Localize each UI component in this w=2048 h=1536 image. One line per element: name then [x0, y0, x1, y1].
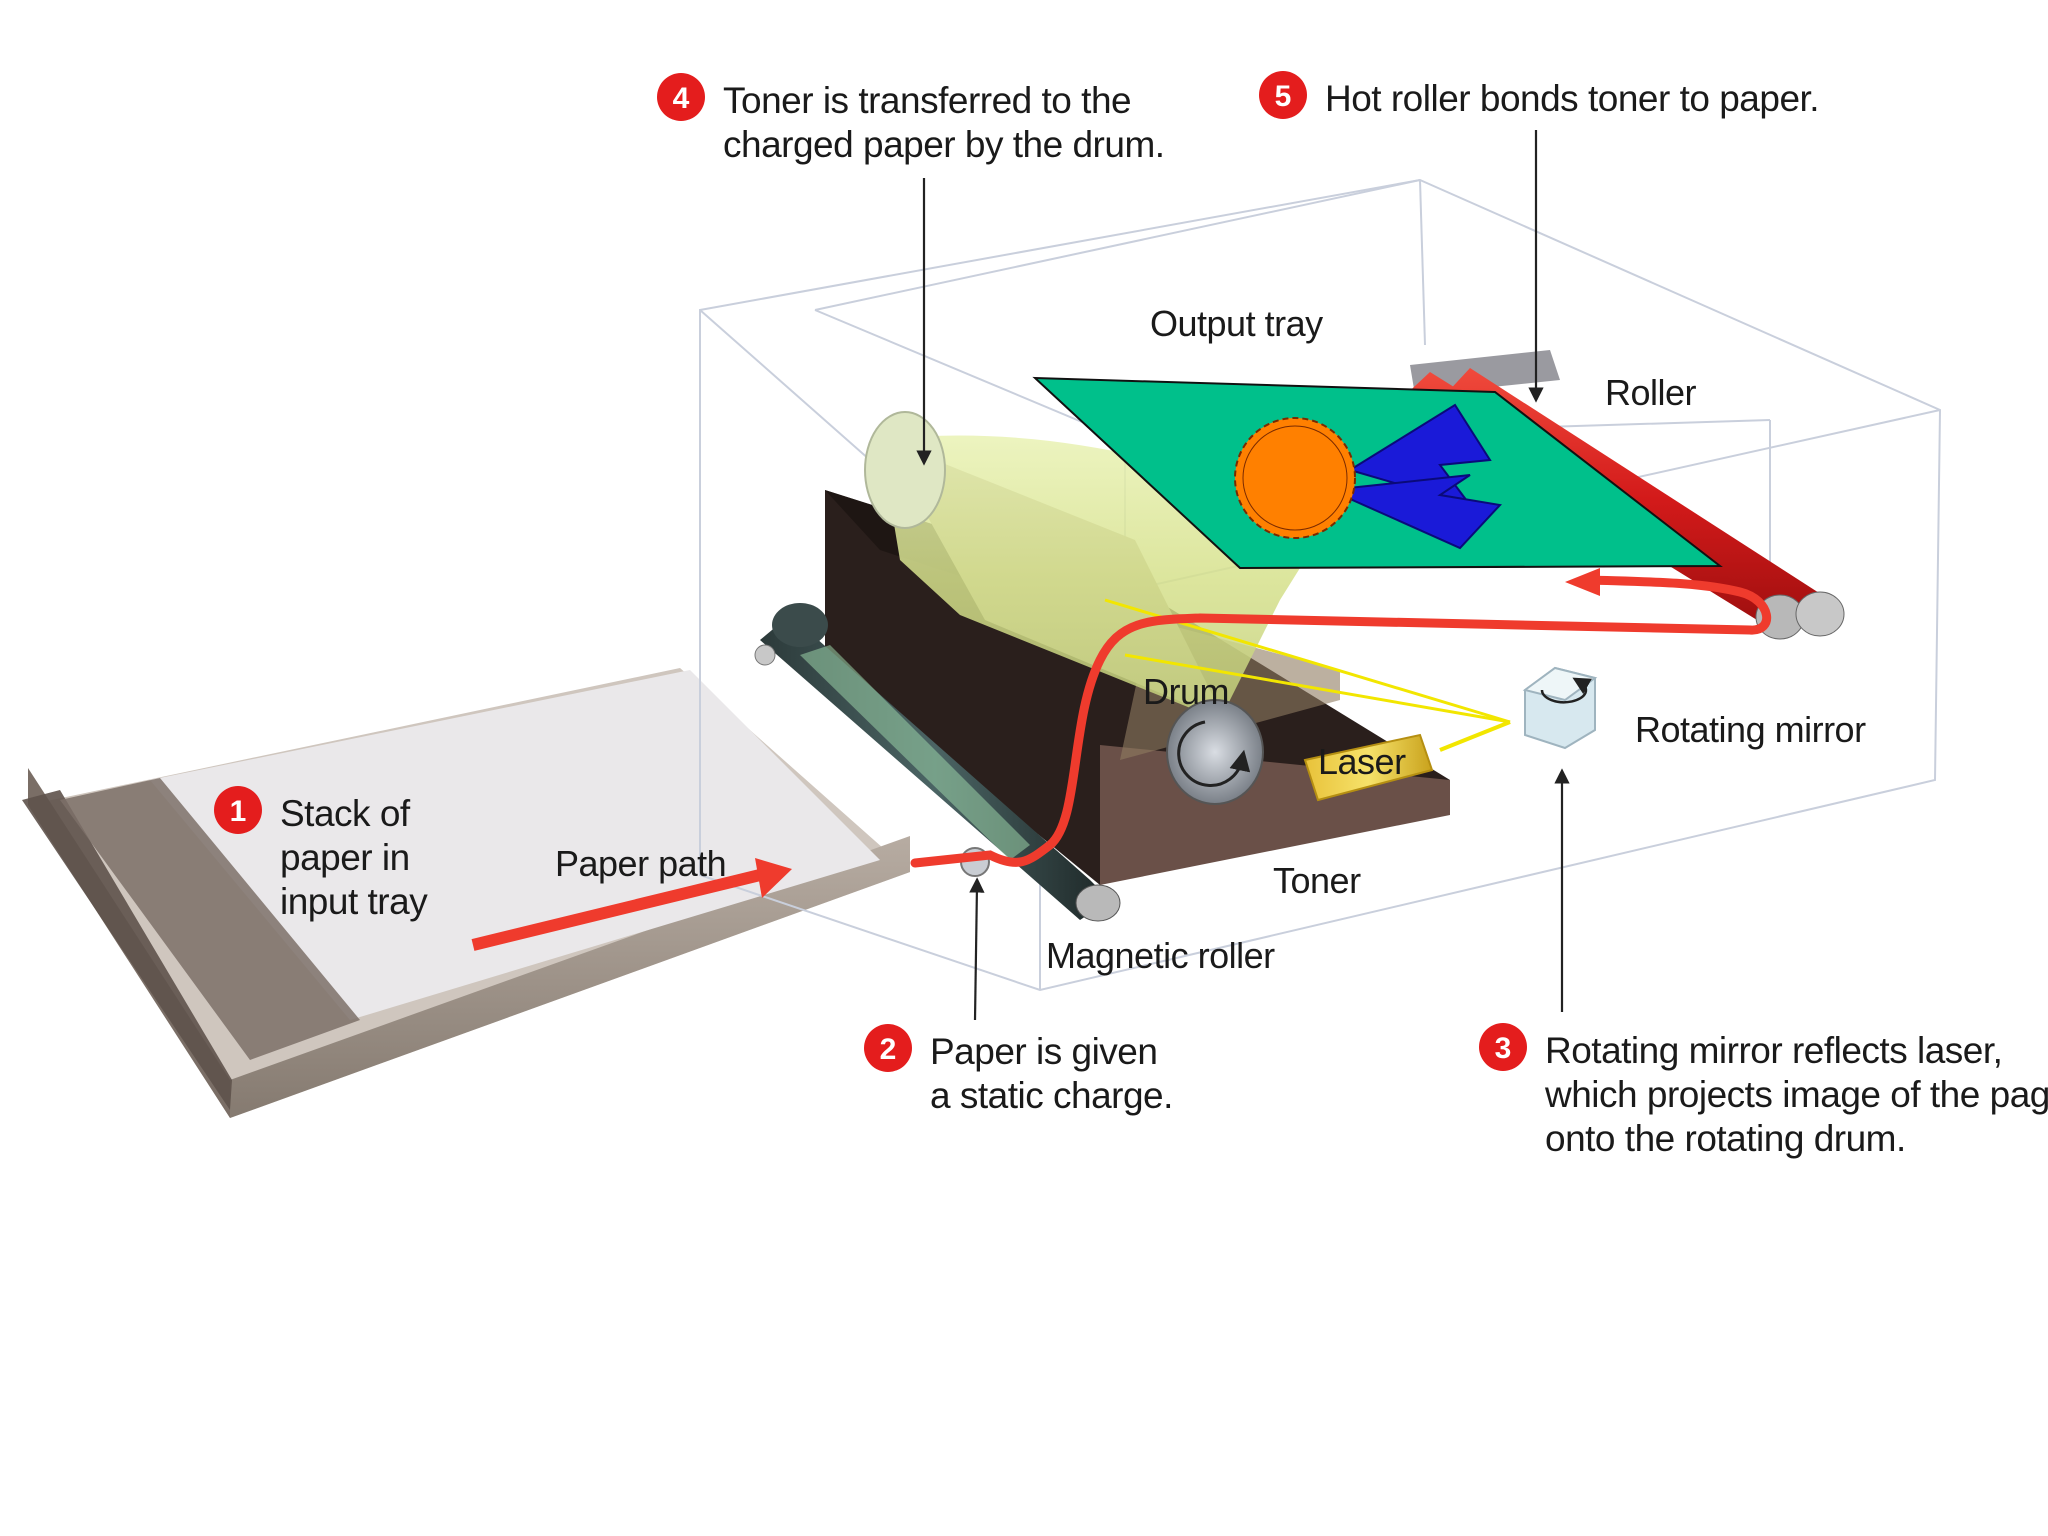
step-3-text-line-2: which projects image of the page [1544, 1074, 2048, 1115]
input-tray [22, 668, 910, 1118]
step-5-number: 5 [1275, 80, 1292, 113]
rotating-mirror-label: Rotating mirror [1635, 709, 1866, 750]
step-3-number: 3 [1495, 1032, 1512, 1065]
magnetic-roller [754, 603, 1121, 922]
laser-unit [1303, 733, 1434, 802]
rotating-mirror [1522, 666, 1598, 750]
part-labels: Paper path Output tray Roller Drum Laser… [555, 303, 1867, 976]
step-1-callout: 1 Stack of paper in input tray [214, 786, 429, 922]
output-sheet [1032, 376, 1723, 570]
award-seal-icon [1234, 403, 1502, 550]
step-2-number: 2 [880, 1033, 897, 1066]
step-1-badge [214, 786, 262, 834]
step-4-text-line-1: Toner is transferred to the [723, 80, 1131, 121]
output-tray-label: Output tray [1150, 303, 1323, 344]
step-1-text-line-1: Stack of [280, 793, 411, 834]
paper-path-arrow [471, 869, 762, 951]
step-3-callout: 3 Rotating mirror reflects laser, which … [1479, 1023, 2048, 1159]
rotation-arrow-icon [1177, 720, 1251, 787]
drum-label: Drum [1143, 671, 1229, 712]
rotation-arrow-icon [1540, 677, 1592, 704]
step-5-callout: 5 Hot roller bonds toner to paper. [1259, 71, 1820, 119]
step-2-badge [864, 1024, 912, 1072]
step-4-badge [657, 73, 705, 121]
step-3-text-line-3: onto the rotating drum. [1545, 1118, 1906, 1159]
laser-label: Laser [1318, 741, 1406, 782]
leader-lines [916, 130, 1570, 1021]
step-4-number: 4 [673, 82, 690, 115]
roller-label: Roller [1605, 372, 1697, 413]
step-5-text-line-1: Hot roller bonds toner to paper. [1325, 78, 1819, 119]
step-3-text-line-1: Rotating mirror reflects laser, [1545, 1030, 2002, 1071]
step-3-badge [1479, 1023, 1527, 1071]
step-1-text-line-2: paper in [280, 837, 410, 878]
step-1-text-line-3: input tray [280, 881, 428, 922]
step-2-text-line-2: a static charge. [930, 1075, 1173, 1116]
step-2-text-line-1: Paper is given [930, 1031, 1157, 1072]
magnetic-roller-label: Magnetic roller [1046, 935, 1275, 976]
paper-path [471, 568, 1771, 951]
step-4-text-line-2: charged paper by the drum. [723, 124, 1165, 165]
step-1-number: 1 [230, 795, 247, 828]
step-2-callout: 2 Paper is given a static charge. [864, 1024, 1173, 1116]
step-4-callout: 4 Toner is transferred to the charged pa… [657, 73, 1165, 165]
step-5-badge [1259, 71, 1307, 119]
paper-path-label: Paper path [555, 843, 726, 884]
toner-label: Toner [1273, 860, 1361, 901]
